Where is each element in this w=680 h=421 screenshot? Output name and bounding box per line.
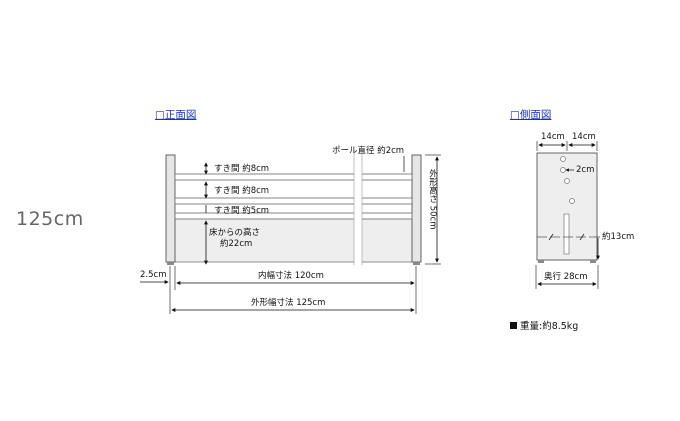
side-pole-hole-4 xyxy=(569,198,575,204)
weight-text: 重量:約8.5kg xyxy=(520,321,579,332)
front-view xyxy=(140,150,441,314)
front-break-gap xyxy=(354,150,362,265)
pole-diameter-label: ポール直径 約2cm xyxy=(332,146,405,156)
weight-label: 重量:約8.5kg xyxy=(510,322,578,332)
front-view-heading: □正面図 xyxy=(155,109,197,121)
bullet-square-icon xyxy=(510,322,517,329)
gap-1-label: すき間 約8cm xyxy=(214,164,270,174)
front-right-foot xyxy=(413,262,420,265)
front-left-foot xyxy=(167,262,174,265)
front-rail-3 xyxy=(174,212,413,220)
front-lower-panel xyxy=(171,217,415,263)
front-rail-1 xyxy=(174,173,413,181)
front-right-post xyxy=(411,154,422,263)
floor-height-label-1: 床からの高さ xyxy=(209,228,261,238)
gap-2-label: すき間 約8cm xyxy=(214,186,270,196)
side-center-slot xyxy=(563,213,570,255)
floor-height-label-2: 約22cm xyxy=(220,239,253,249)
outer-height-label: 外形高さ 50cm xyxy=(427,169,438,230)
pole-size-label: 2cm xyxy=(576,165,595,175)
outer-width-label: 外形幅寸法 125cm xyxy=(251,298,326,308)
front-left-post xyxy=(165,154,176,263)
side-view xyxy=(535,141,600,289)
side-pole-hole-2 xyxy=(560,167,566,173)
overall-width-label: 125cm xyxy=(16,208,84,230)
front-rail-2 xyxy=(174,197,413,205)
left-offset-label: 2.5cm xyxy=(140,270,167,280)
side-pole-hole-3 xyxy=(564,178,570,184)
gap-3-label: すき間 約5cm xyxy=(214,206,270,216)
side-view-heading: □側面図 xyxy=(510,109,552,121)
side-pole-hole-1 xyxy=(560,156,566,162)
depth-label: 奥行 28cm xyxy=(544,272,588,282)
side-width-right-label: 14cm xyxy=(572,132,596,142)
base-height-label: 約13cm xyxy=(602,232,635,242)
inner-width-label: 内幅寸法 120cm xyxy=(258,271,324,281)
side-width-left-label: 14cm xyxy=(541,132,565,142)
